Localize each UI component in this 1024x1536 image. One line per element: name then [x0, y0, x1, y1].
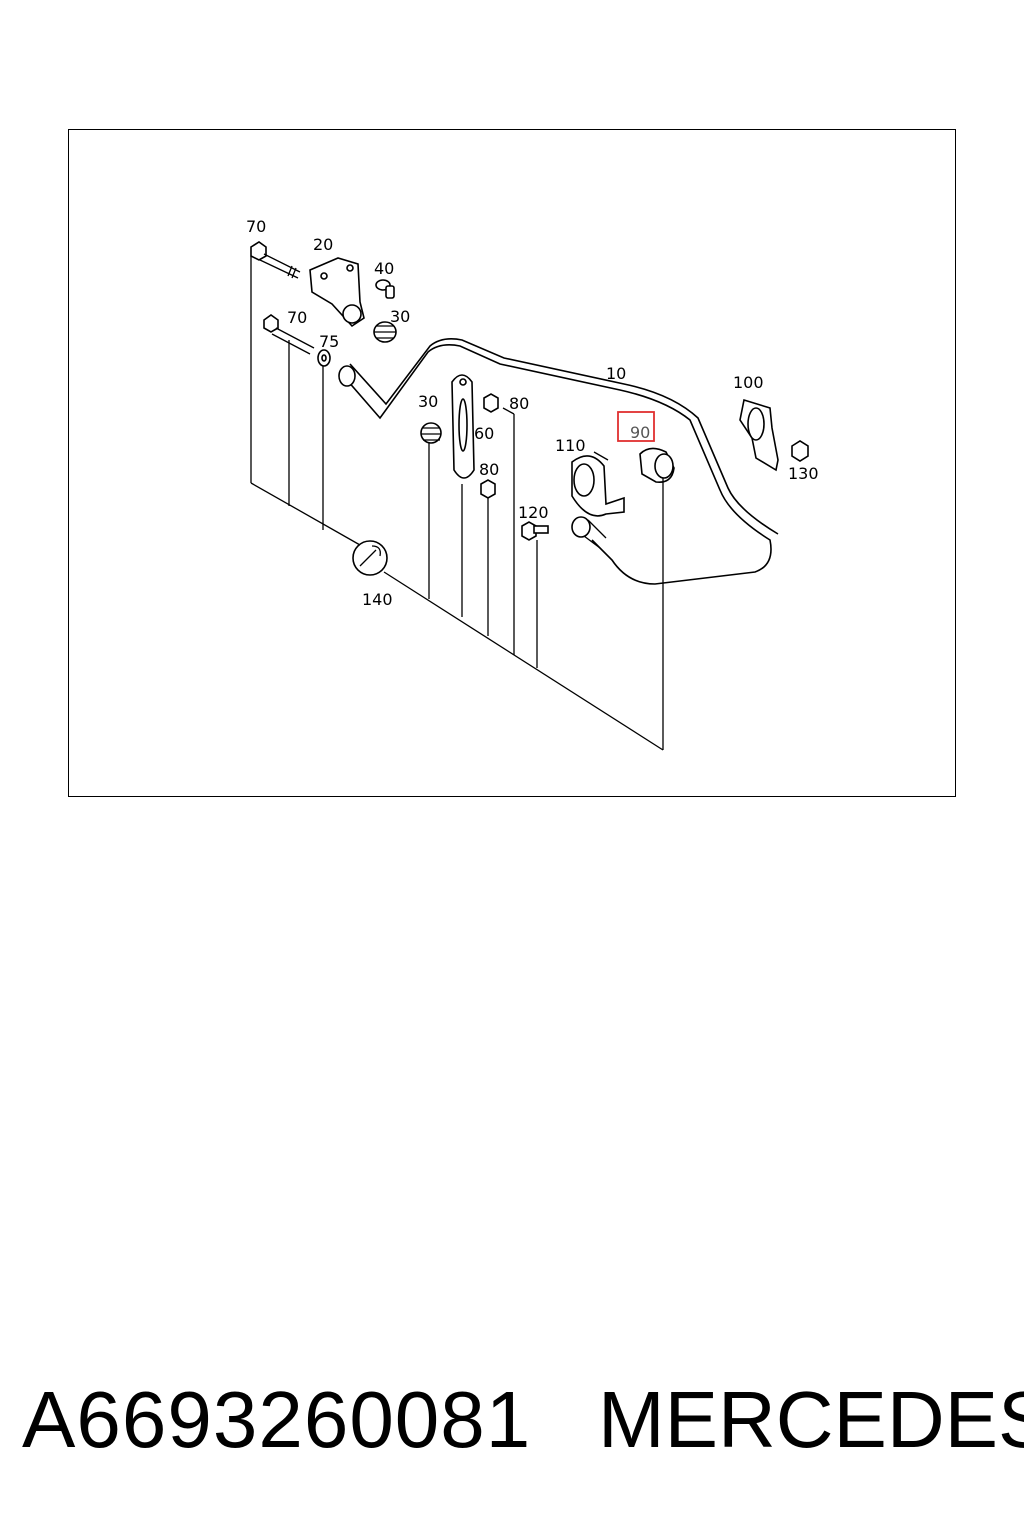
stabilizer-bar — [339, 338, 779, 585]
nut-80-lower — [480, 479, 496, 499]
callout-90-highlight — [617, 411, 655, 442]
bolt-70-lower — [263, 314, 315, 355]
screw-40 — [375, 279, 395, 299]
callout-75: 75 — [319, 332, 339, 351]
callout-30-mid: 30 — [418, 392, 438, 411]
bolt-70-top — [250, 241, 301, 279]
callout-100: 100 — [733, 373, 764, 392]
bolt-120 — [521, 521, 549, 541]
callout-10: 10 — [606, 364, 626, 383]
callout-110: 110 — [555, 436, 586, 455]
diagram-frame — [68, 129, 956, 797]
callout-40: 40 — [374, 259, 394, 278]
brand-name: MERCEDES — [598, 1375, 1024, 1464]
rubber-mount-30-mid — [420, 422, 442, 444]
callout-20: 20 — [313, 235, 333, 254]
nut-80-upper — [483, 393, 499, 413]
bar-end-eye-right — [571, 516, 607, 549]
bracket-20 — [309, 257, 365, 328]
washer-75 — [317, 349, 331, 367]
clamp-110 — [571, 451, 625, 517]
tool-140 — [352, 540, 388, 576]
callout-90: 90 — [630, 423, 650, 442]
callout-70-lower: 70 — [287, 308, 307, 327]
clamp-100 — [739, 398, 779, 472]
callout-80-upper: 80 — [509, 394, 529, 413]
rubber-mount-30-top — [373, 321, 397, 343]
footer: A6693260081 MERCEDES — [0, 1365, 1024, 1475]
callout-140: 140 — [362, 590, 393, 609]
callout-70-top: 70 — [246, 217, 266, 236]
link-60 — [451, 374, 475, 479]
nut-130 — [791, 440, 809, 462]
bushing-90 — [639, 447, 675, 484]
part-number: A6693260081 — [22, 1375, 532, 1464]
callout-130: 130 — [788, 464, 819, 483]
callout-80-lower: 80 — [479, 460, 499, 479]
leader-lines — [250, 256, 664, 751]
bar-end-eye-left — [338, 365, 356, 387]
callout-120: 120 — [518, 503, 549, 522]
callout-30-top: 30 — [390, 307, 410, 326]
callout-60: 60 — [474, 424, 494, 443]
